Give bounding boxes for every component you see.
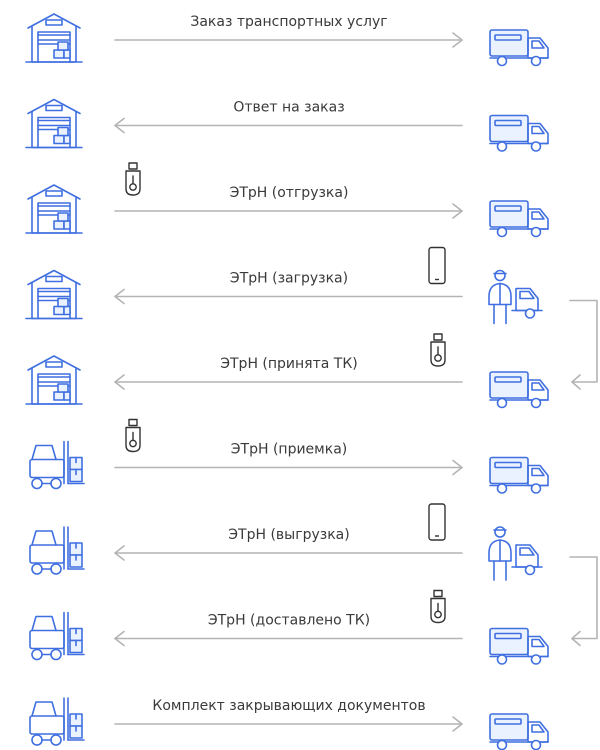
- truck-icon: [489, 371, 549, 409]
- forklift-icon: [29, 697, 85, 746]
- flow-arrow-right: [114, 203, 463, 219]
- truck-icon: [489, 456, 549, 494]
- flow-step-5: ЭТрН (принята ТК): [25, 333, 549, 409]
- truck-icon: [489, 114, 549, 152]
- flow-arrow-left: [114, 117, 463, 134]
- usb-key-icon: [125, 418, 141, 453]
- flow-step-9: Комплект закрывающих документов: [29, 697, 549, 750]
- warehouse-icon: [25, 98, 83, 149]
- forklift-icon: [29, 440, 85, 490]
- warehouse-icon: [25, 184, 83, 234]
- flow-step-2: Ответ на заказ: [25, 98, 549, 152]
- truck-icon: [489, 713, 549, 750]
- truck-icon: [489, 200, 549, 238]
- flow-arrow-left: [114, 545, 463, 561]
- usb-key-icon: [430, 589, 446, 624]
- connector-arrow: [569, 556, 598, 647]
- flow-step-4: ЭТрН (загрузка): [25, 246, 543, 325]
- flow-step-7: ЭТрН (выгрузка): [29, 503, 543, 581]
- warehouse-icon: [25, 13, 83, 63]
- flow-arrow-left: [114, 374, 463, 390]
- usb-key-icon: [125, 162, 141, 196]
- forklift-icon: [29, 526, 85, 575]
- flow-label: Заказ транспортных услуг: [190, 14, 387, 30]
- flow-arrow-left: [114, 288, 463, 305]
- flow-label: ЭТрН (принята ТК): [220, 356, 358, 372]
- flow-arrow-right: [114, 716, 463, 732]
- driver-truck-icon: [488, 526, 543, 581]
- flow-arrow-right: [114, 32, 463, 48]
- truck-icon: [489, 627, 549, 665]
- flow-label: ЭТрН (выгрузка): [228, 527, 349, 543]
- connector-arrow: [569, 299, 598, 390]
- flow-label: ЭТрН (загрузка): [230, 271, 348, 287]
- flow-label: Комплект закрывающих документов: [152, 698, 425, 714]
- flow-step-3: ЭТрН (отгрузка): [25, 162, 549, 238]
- driver-truck-icon: [488, 269, 543, 325]
- flow-step-6: ЭТрН (приемка): [29, 418, 549, 494]
- flow-step-1: Заказ транспортных услуг: [25, 13, 549, 67]
- flow-arrow-right: [114, 459, 463, 476]
- forklift-icon: [29, 611, 85, 661]
- flow-step-8: ЭТрН (доставлено ТК): [29, 589, 549, 665]
- smartphone-icon: [428, 503, 446, 541]
- flow-label: Ответ на заказ: [233, 100, 344, 116]
- flow-label: ЭТрН (доставлено ТК): [208, 613, 370, 629]
- warehouse-icon: [25, 269, 83, 320]
- flow-arrow-left: [114, 630, 463, 647]
- warehouse-icon: [25, 355, 83, 405]
- flow-label: ЭТрН (приемка): [231, 442, 347, 458]
- flow-label: ЭТрН (отгрузка): [230, 185, 349, 201]
- smartphone-icon: [428, 246, 446, 285]
- usb-key-icon: [430, 333, 446, 367]
- truck-icon: [489, 29, 549, 67]
